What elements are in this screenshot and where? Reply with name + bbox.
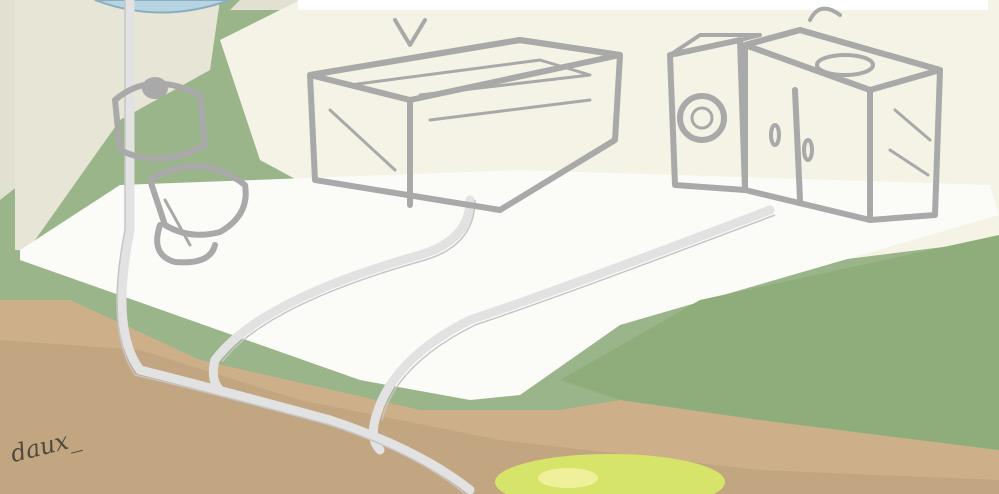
septic-tank-lid (538, 468, 598, 488)
window-panel (298, 0, 988, 10)
